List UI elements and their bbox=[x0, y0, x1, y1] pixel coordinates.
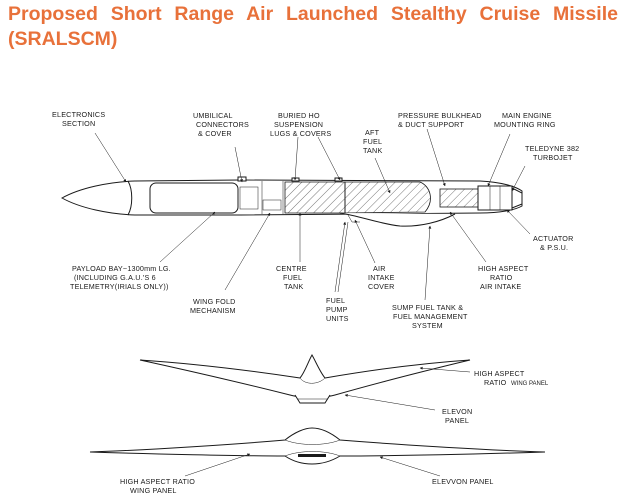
svg-text:CONNECTORS: CONNECTORS bbox=[196, 120, 249, 129]
svg-text:RATIO: RATIO bbox=[490, 273, 513, 282]
svg-text:WING FOLD: WING FOLD bbox=[193, 297, 236, 306]
label-main-engine: MAIN ENGINE MOUNTING RING bbox=[494, 111, 556, 129]
svg-text:COVER: COVER bbox=[368, 282, 395, 291]
page-title: Proposed Short Range Air Launched Stealt… bbox=[8, 3, 618, 50]
label-aft-fuel-tank: AFT FUEL TANK bbox=[363, 128, 382, 155]
label-elevon-top: ELEVON PANEL bbox=[442, 407, 472, 425]
svg-text:SYSTEM: SYSTEM bbox=[412, 321, 443, 330]
svg-text:ELEVON: ELEVON bbox=[442, 407, 472, 416]
svg-text:LUGS & COVERS: LUGS & COVERS bbox=[270, 129, 331, 138]
svg-text:INTAKE: INTAKE bbox=[368, 273, 395, 282]
svg-text:TURBOJET: TURBOJET bbox=[533, 153, 573, 162]
svg-text:ELEVVON PANEL: ELEVVON PANEL bbox=[432, 477, 494, 486]
svg-text:TELEMETRY(IRIALS ONLY)): TELEMETRY(IRIALS ONLY)) bbox=[70, 282, 169, 291]
svg-text:PANEL: PANEL bbox=[445, 416, 469, 425]
label-air-intake: HIGH ASPECT RATIO AIR INTAKE bbox=[478, 264, 529, 291]
label-wing-fold: WING FOLD MECHANISM bbox=[190, 297, 236, 315]
svg-text:WING PANEL: WING PANEL bbox=[130, 486, 177, 495]
plan-view-top bbox=[139, 353, 471, 411]
label-payload-bay: PAYLOAD BAY~1300mm LG. (INCLUDING G.A.U.… bbox=[70, 264, 171, 291]
svg-text:& COVER: & COVER bbox=[198, 129, 232, 138]
svg-text:UMBILICAL: UMBILICAL bbox=[193, 111, 233, 120]
svg-text:MAIN ENGINE: MAIN ENGINE bbox=[502, 111, 552, 120]
svg-text:WING PANEL: WING PANEL bbox=[511, 381, 549, 387]
svg-text:PUMP: PUMP bbox=[326, 305, 348, 314]
label-wing-panel-bottom: HIGH ASPECT RATIO WING PANEL bbox=[120, 477, 195, 495]
svg-text:UNITS: UNITS bbox=[326, 314, 349, 323]
label-air-intake-cover: AIR INTAKE COVER bbox=[368, 264, 395, 291]
svg-text:MOUNTING RING: MOUNTING RING bbox=[494, 120, 556, 129]
svg-text:HIGH ASPECT: HIGH ASPECT bbox=[474, 369, 525, 378]
svg-text:SUSPENSION: SUSPENSION bbox=[274, 120, 323, 129]
label-umbilical: UMBILICAL CONNECTORS & COVER bbox=[193, 111, 249, 138]
svg-text:TANK: TANK bbox=[284, 282, 303, 291]
svg-text:TELEDYNE 382: TELEDYNE 382 bbox=[525, 144, 579, 153]
svg-text:SECTION: SECTION bbox=[62, 119, 95, 128]
svg-text:ELECTRONICS: ELECTRONICS bbox=[52, 110, 105, 119]
svg-text:(INCLUDING G.A.U.'S 6: (INCLUDING G.A.U.'S 6 bbox=[74, 273, 156, 282]
label-teledyne: TELEDYNE 382 TURBOJET bbox=[525, 144, 579, 162]
svg-text:AIR: AIR bbox=[373, 264, 386, 273]
svg-text:FUEL: FUEL bbox=[326, 296, 345, 305]
svg-text:FUEL: FUEL bbox=[283, 273, 302, 282]
svg-text:PAYLOAD BAY~1300mm LG.: PAYLOAD BAY~1300mm LG. bbox=[72, 264, 171, 273]
svg-text:TANK: TANK bbox=[363, 146, 382, 155]
svg-text:FUEL MANAGEMENT: FUEL MANAGEMENT bbox=[393, 312, 468, 321]
svg-text:CENTRE: CENTRE bbox=[276, 264, 307, 273]
svg-text:PRESSURE BULKHEAD: PRESSURE BULKHEAD bbox=[398, 111, 482, 120]
plan-view-bottom bbox=[89, 427, 546, 477]
svg-text:AIR INTAKE: AIR INTAKE bbox=[480, 282, 521, 291]
svg-text:MECHANISM: MECHANISM bbox=[190, 306, 236, 315]
svg-text:FUEL: FUEL bbox=[363, 137, 382, 146]
svg-text:AFT: AFT bbox=[365, 128, 380, 137]
leader-lines bbox=[94, 128, 531, 301]
svg-text:SUMP FUEL TANK &: SUMP FUEL TANK & bbox=[392, 303, 463, 312]
svg-text:ACTUATOR: ACTUATOR bbox=[533, 234, 573, 243]
label-electronics: ELECTRONICS SECTION bbox=[52, 110, 105, 128]
svg-text:& DUCT SUPPORT: & DUCT SUPPORT bbox=[398, 120, 464, 129]
label-pressure-bulkhead: PRESSURE BULKHEAD & DUCT SUPPORT bbox=[398, 111, 482, 129]
label-fuel-pump: FUEL PUMP UNITS bbox=[326, 296, 349, 323]
label-wing-panel-top: HIGH ASPECT RATIO WING PANEL bbox=[474, 369, 549, 387]
svg-text:HIGH ASPECT: HIGH ASPECT bbox=[478, 264, 529, 273]
label-sump-fuel-tank: SUMP FUEL TANK & FUEL MANAGEMENT SYSTEM bbox=[392, 303, 468, 330]
svg-text:RATIO: RATIO bbox=[484, 378, 507, 387]
label-centre-fuel-tank: CENTRE FUEL TANK bbox=[276, 264, 307, 291]
label-actuator: ACTUATOR & P.S.U. bbox=[533, 234, 573, 252]
svg-text:& P.S.U.: & P.S.U. bbox=[540, 243, 568, 252]
label-elevon-bottom: ELEVVON PANEL bbox=[432, 477, 494, 486]
svg-text:BURIED HO: BURIED HO bbox=[278, 111, 320, 120]
missile-side-view bbox=[60, 176, 523, 227]
label-buried-lugs: BURIED HO SUSPENSION LUGS & COVERS bbox=[270, 111, 331, 138]
svg-text:HIGH ASPECT RATIO: HIGH ASPECT RATIO bbox=[120, 477, 195, 486]
